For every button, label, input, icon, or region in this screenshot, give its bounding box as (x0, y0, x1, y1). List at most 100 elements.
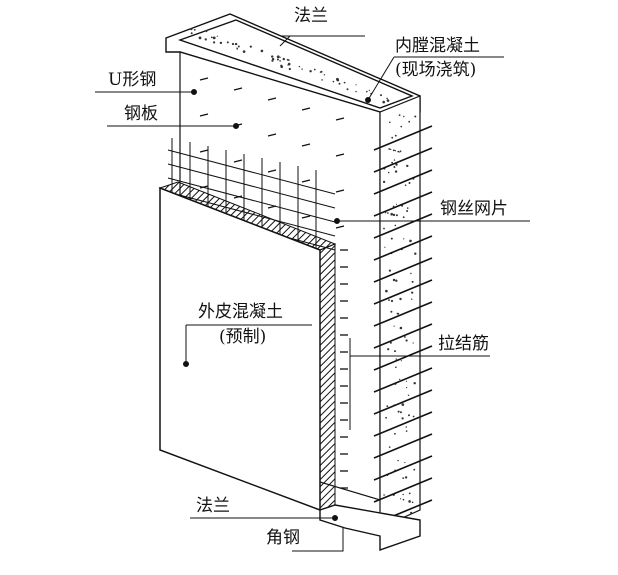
dash-mark (233, 159, 243, 163)
speckle-dot (279, 60, 281, 62)
speckle-dot (237, 45, 240, 48)
speckle-dot (355, 84, 357, 86)
speckle-dot (399, 297, 402, 301)
bottom-flange (319, 503, 421, 551)
speckle-dot (385, 416, 387, 419)
speckle-dot (411, 280, 414, 283)
speckle-dot (413, 382, 416, 385)
speckle-dot (412, 342, 414, 344)
speckle-dot (405, 380, 408, 382)
speckle-dot (279, 56, 281, 59)
speckle-dot (338, 82, 341, 85)
label-steel-plate: 钢板 (124, 104, 158, 124)
mesh-wire-horizontal (167, 177, 336, 223)
dash-mark (267, 133, 277, 137)
speckle-dot (343, 81, 346, 84)
speckle-dot (390, 310, 393, 313)
tie-bar (373, 389, 433, 415)
speckle-dot (400, 125, 403, 128)
speckle-dot (249, 45, 252, 48)
speckle-dot (242, 50, 246, 53)
speckle-dot (260, 49, 264, 53)
tie-bar (373, 213, 433, 239)
speckle-dot (388, 299, 390, 301)
speckle-dot (321, 79, 323, 81)
speckle-dot (226, 41, 229, 44)
speckle-dot (390, 212, 394, 216)
speckle-dot (313, 68, 316, 71)
speckle-dot (394, 150, 396, 152)
speckle-dot (392, 149, 395, 152)
tie-bar (373, 411, 433, 437)
speckle-dot (386, 97, 388, 100)
speckle-dot (271, 55, 274, 58)
speckle-dot (384, 246, 386, 248)
tie-bar (373, 301, 433, 327)
label-precast: (预制) (219, 327, 267, 347)
speckle-dot (394, 224, 397, 227)
speckle-dot (407, 394, 410, 396)
dash-mark (335, 225, 345, 229)
dash-mark (301, 215, 311, 219)
speckle-dot (368, 89, 370, 91)
dash-mark (199, 149, 209, 153)
speckle-dot (408, 492, 411, 495)
speckle-dot (403, 115, 405, 118)
speckle-dot (405, 426, 407, 428)
tie-bar (373, 433, 433, 459)
speckle-dot (408, 414, 410, 417)
speckle-dot (387, 348, 390, 351)
dash-mark (233, 195, 243, 199)
speckle-dot (394, 134, 397, 137)
label-inner-concrete: 内膛混凝土 (395, 36, 480, 56)
mesh-wire-horizontal (167, 163, 336, 209)
speckle-dot (410, 272, 412, 275)
speckle-dot (405, 430, 408, 432)
tie-bar (373, 169, 433, 195)
speckle-dot (414, 115, 417, 118)
speckle-dot (282, 57, 285, 61)
speckle-dot (406, 210, 409, 212)
speckle-dot (387, 212, 389, 214)
speckle-dot (391, 161, 393, 164)
dash-mark (301, 143, 311, 147)
speckle-dot (397, 410, 400, 413)
top-concrete-speckle (190, 28, 390, 104)
dash-mark (335, 153, 345, 157)
speckle-dot (395, 203, 398, 205)
dash-mark (199, 77, 209, 81)
tie-bar (373, 279, 433, 305)
tie-bar (373, 455, 433, 481)
speckle-dot (388, 269, 391, 272)
speckle-dot (390, 299, 394, 303)
speckle-dot (406, 387, 408, 389)
speckle-dot (402, 216, 405, 219)
speckle-dot (404, 476, 408, 479)
speckle-dot (402, 498, 405, 501)
speckle-dot (395, 279, 398, 282)
speckle-dot (399, 151, 401, 153)
speckle-dot (382, 100, 386, 104)
speckle-dot (383, 227, 385, 230)
speckle-dot (387, 171, 390, 174)
speckle-dot (402, 493, 404, 496)
speckle-dot (216, 35, 218, 37)
speckle-dot (390, 237, 393, 240)
speckle-dot (408, 182, 411, 184)
speckle-dot (286, 58, 289, 61)
label-flange-top: 法兰 (294, 6, 328, 26)
speckle-dot (288, 67, 291, 71)
speckle-dot (414, 252, 417, 255)
speckle-dot (391, 136, 394, 139)
tie-bars (373, 125, 433, 525)
speckle-dot (411, 501, 414, 504)
speckle-dot (406, 207, 409, 209)
speckle-dot (397, 459, 399, 462)
speckle-dot (193, 29, 196, 31)
speckle-dot (205, 39, 207, 41)
speckle-dot (280, 65, 284, 69)
label-u-steel: U形钢 (108, 70, 157, 90)
speckle-dot (276, 58, 279, 61)
speckle-dot (287, 62, 291, 66)
speckle-dot (301, 68, 303, 70)
